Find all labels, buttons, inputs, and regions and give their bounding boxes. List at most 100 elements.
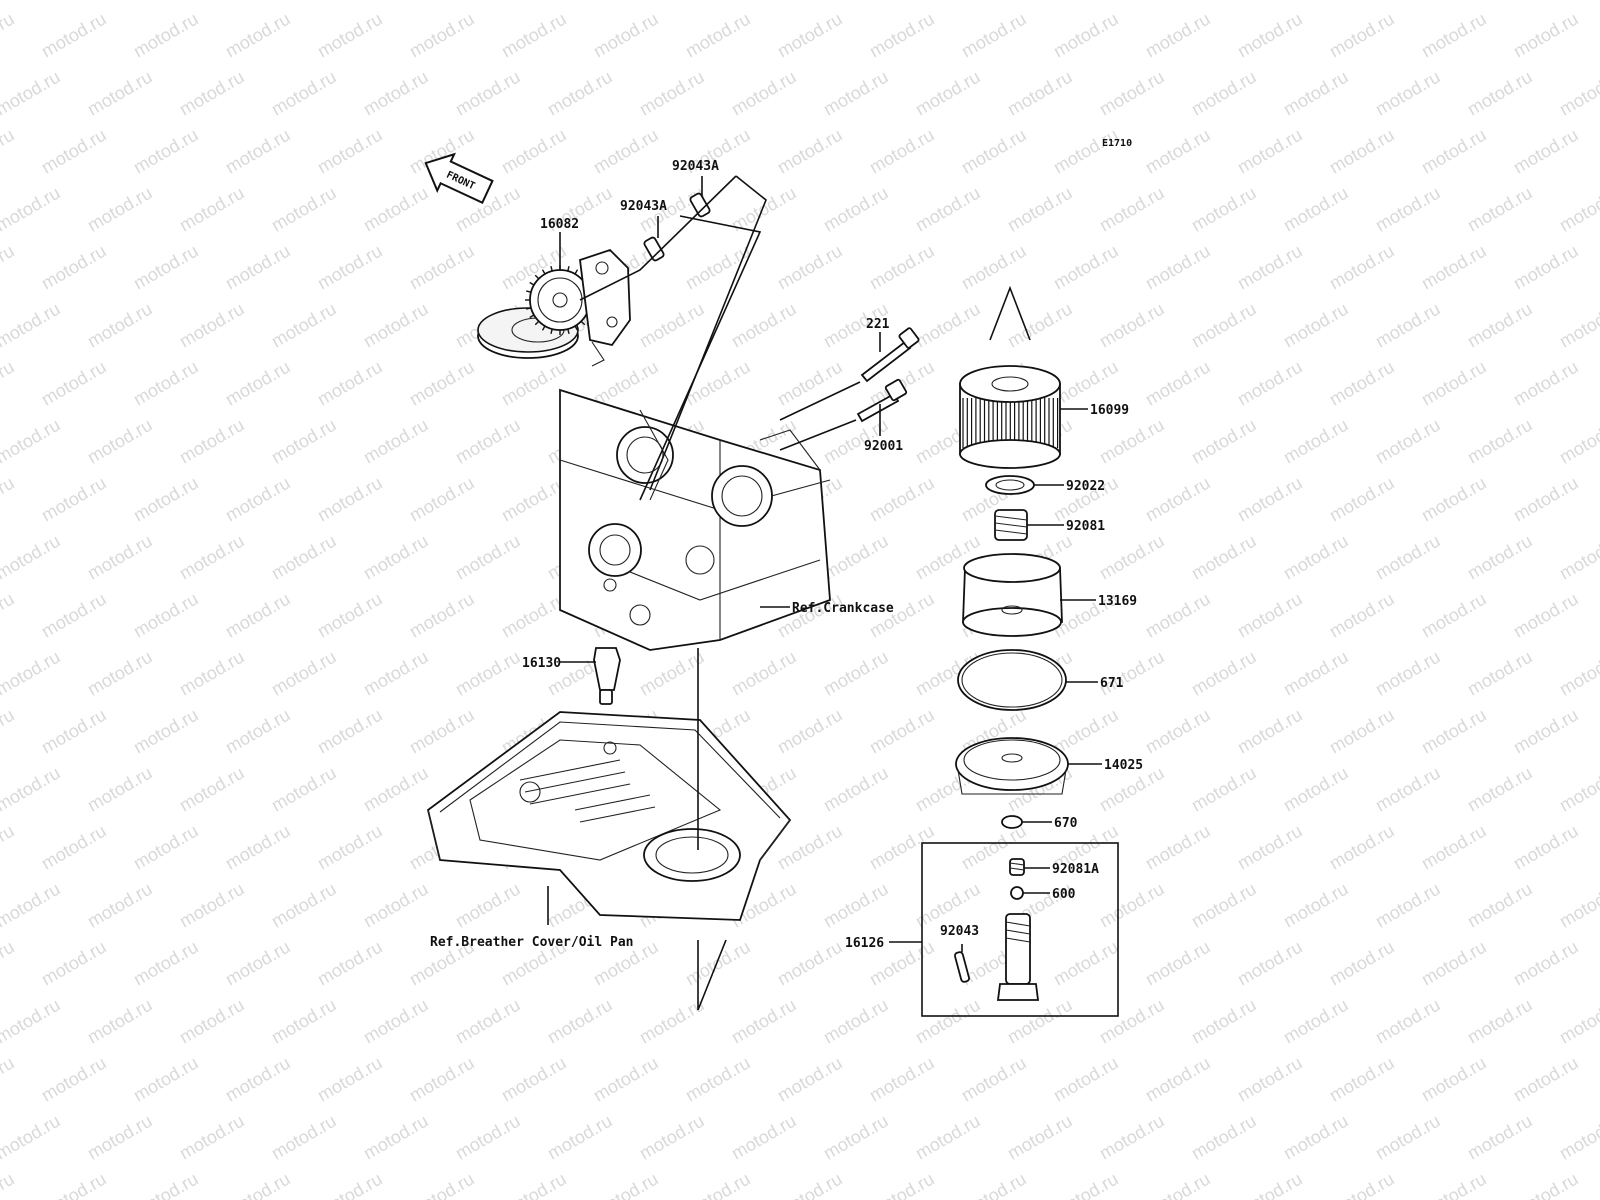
watermark-text: motod.ru	[1418, 9, 1490, 62]
watermark-text: motod.ru	[820, 995, 892, 1048]
watermark-text: motod.ru	[176, 1111, 248, 1164]
watermark-text: motod.ru	[498, 473, 570, 526]
watermark-text: motod.ru	[314, 937, 386, 990]
watermark-text: motod.ru	[958, 9, 1030, 62]
watermark-text: motod.ru	[728, 995, 800, 1048]
watermark-text: motod.ru	[820, 1111, 892, 1164]
watermark-text: motod.ru	[176, 0, 248, 3]
watermark-text: motod.ru	[360, 0, 432, 3]
watermark-text: motod.ru	[406, 473, 478, 526]
watermark-text: motod.ru	[1556, 531, 1600, 584]
watermark-text: motod.ru	[84, 763, 156, 816]
watermark-text: motod.ru	[1142, 937, 1214, 990]
watermark-text: motod.ru	[1418, 589, 1490, 642]
watermark-text: motod.ru	[1464, 0, 1536, 3]
watermark-text: motod.ru	[866, 821, 938, 874]
watermark-text: motod.ru	[682, 1053, 754, 1106]
label-671: 671	[1100, 676, 1124, 691]
watermark-text: motod.ru	[1280, 415, 1352, 468]
watermark-text: motod.ru	[1096, 0, 1168, 3]
watermark-text: motod.ru	[820, 763, 892, 816]
watermark-text: motod.ru	[1234, 1169, 1306, 1200]
watermark-text: motod.ru	[268, 0, 340, 3]
watermark-text: motod.ru	[38, 1053, 110, 1106]
watermark-text: motod.ru	[1326, 1053, 1398, 1106]
watermark-text: motod.ru	[774, 357, 846, 410]
watermark-text: motod.ru	[1556, 995, 1600, 1048]
watermark-text: motod.ru	[406, 1169, 478, 1200]
watermark-text: motod.ru	[1464, 531, 1536, 584]
watermark-text: motod.ru	[866, 241, 938, 294]
label-16126: 16126	[845, 936, 884, 951]
watermark-text: motod.ru	[1234, 473, 1306, 526]
watermark-text: motod.ru	[452, 0, 524, 3]
watermark-text: motod.ru	[1418, 1053, 1490, 1106]
watermark-text: motod.ru	[406, 1053, 478, 1106]
watermark-text: motod.ru	[544, 67, 616, 120]
watermark-text: motod.ru	[452, 67, 524, 120]
watermark-text: motod.ru	[958, 1053, 1030, 1106]
watermark-text: motod.ru	[1096, 67, 1168, 120]
watermark-text: motod.ru	[1556, 67, 1600, 120]
label-92081A: 92081A	[1052, 862, 1099, 877]
watermark-text: motod.ru	[682, 937, 754, 990]
watermark-text: motod.ru	[0, 473, 18, 526]
watermark-text: motod.ru	[1418, 241, 1490, 294]
watermark-text: motod.ru	[314, 589, 386, 642]
watermark-text: motod.ru	[84, 67, 156, 120]
watermark-text: motod.ru	[1142, 705, 1214, 758]
part-labels: 92043A 92043A 16082 221 92001 16099 9202…	[430, 159, 1143, 951]
dowel-92043A-top	[689, 192, 711, 218]
label-221: 221	[866, 317, 890, 332]
watermark-text: motod.ru	[636, 1111, 708, 1164]
watermark-text: motod.ru	[1326, 357, 1398, 410]
watermark-text: motod.ru	[774, 821, 846, 874]
label-ref-breather: Ref.Breather Cover/Oil Pan	[430, 935, 634, 950]
watermark-text: motod.ru	[222, 821, 294, 874]
watermark-text: motod.ru	[130, 821, 202, 874]
watermark-text: motod.ru	[1418, 1169, 1490, 1200]
watermark-text: motod.ru	[38, 937, 110, 990]
watermark-text: motod.ru	[314, 473, 386, 526]
watermark-text: motod.ru	[590, 9, 662, 62]
watermark-text: motod.ru	[590, 357, 662, 410]
watermark-text: motod.ru	[360, 299, 432, 352]
watermark-text: motod.ru	[1096, 1111, 1168, 1164]
watermark-text: motod.ru	[866, 1053, 938, 1106]
leader-lines	[547, 175, 1102, 1011]
watermark-text: motod.ru	[820, 647, 892, 700]
watermark-text: motod.ru	[360, 1111, 432, 1164]
watermark-text: motod.ru	[636, 647, 708, 700]
watermark-text: motod.ru	[38, 589, 110, 642]
watermark-text: motod.ru	[912, 183, 984, 236]
watermark-text: motod.ru	[0, 1111, 64, 1164]
watermark-text: motod.ru	[820, 0, 892, 3]
spring-92081	[994, 509, 1028, 541]
watermark-text: motod.ru	[1372, 1111, 1444, 1164]
watermark-text: motod.ru	[0, 299, 64, 352]
watermark-text: motod.ru	[1280, 1111, 1352, 1164]
watermark-text: motod.ru	[682, 9, 754, 62]
watermark-text: motod.ru	[1280, 531, 1352, 584]
watermark-text: motod.ru	[1096, 299, 1168, 352]
watermark-text: motod.ru	[1142, 1053, 1214, 1106]
watermark-text: motod.ru	[728, 299, 800, 352]
watermark-text: motod.ru	[1004, 183, 1076, 236]
watermark-text: motod.ru	[0, 647, 64, 700]
watermark-text: motod.ru	[1418, 705, 1490, 758]
watermark-text: motod.ru	[1372, 67, 1444, 120]
watermark-text: motod.ru	[452, 531, 524, 584]
watermark-text: motod.ru	[1556, 415, 1600, 468]
watermark-text: motod.ru	[636, 0, 708, 3]
watermark-text: motod.ru	[0, 879, 64, 932]
watermark-text: motod.ru	[1418, 937, 1490, 990]
watermark-text: motod.ru	[38, 821, 110, 874]
watermark-text: motod.ru	[268, 995, 340, 1048]
watermark-text: motod.ru	[1280, 995, 1352, 1048]
watermark-text: motod.ru	[406, 357, 478, 410]
watermark-text: motod.ru	[268, 415, 340, 468]
watermark-text: motod.ru	[820, 67, 892, 120]
dowel-92043A-mid	[643, 236, 665, 262]
watermark-text: motod.ru	[268, 299, 340, 352]
